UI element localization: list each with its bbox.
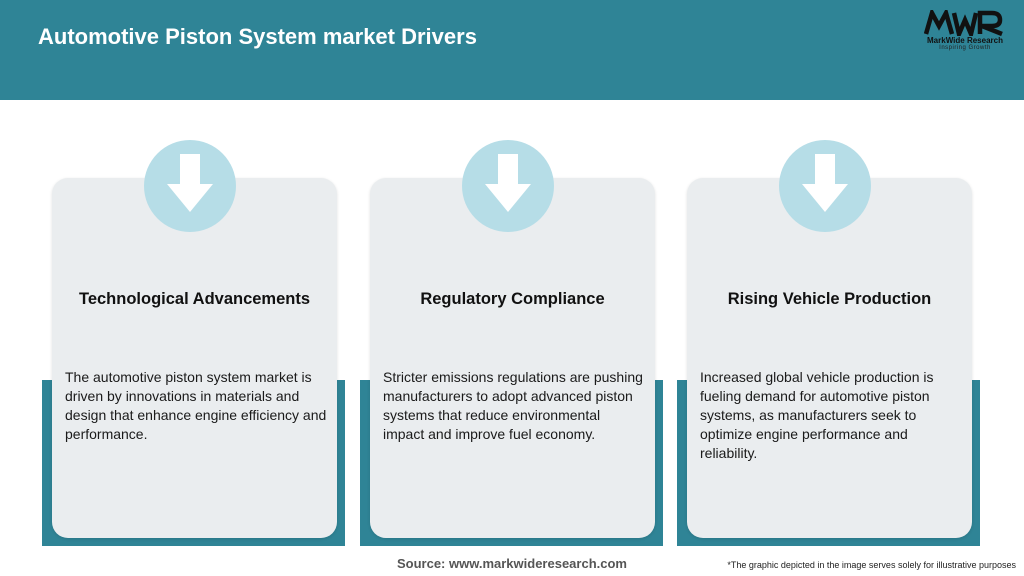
logo-tagline: Inspiring Growth [939,45,991,51]
card-panel: Technological Advancements The automotiv… [52,178,337,538]
card-title: Regulatory Compliance [420,290,605,308]
driver-card-regulatory-compliance: Regulatory Compliance Stricter emissions… [360,140,673,550]
card-panel: Rising Vehicle Production Increased glob… [687,178,972,538]
card-title: Rising Vehicle Production [727,290,932,308]
driver-card-rising-vehicle-production: Rising Vehicle Production Increased glob… [677,140,990,550]
arrow-down-icon [144,140,236,232]
card-description: Increased global vehicle production is f… [700,369,934,461]
mwr-logo-icon [924,10,1003,36]
page-title: Automotive Piston System market Drivers [38,24,477,49]
logo-name: MarkWide Research [927,36,1003,45]
arrow-down-icon [779,140,871,232]
card-description: Stricter emissions regulations are pushi… [383,369,643,442]
header-banner: Automotive Piston System market Drivers … [0,0,1024,100]
disclaimer-note: *The graphic depicted in the image serve… [727,560,1016,570]
driver-card-technological-advancements: Technological Advancements The automotiv… [42,140,355,550]
card-description: The automotive piston system market is d… [65,369,327,442]
card-title: Technological Advancements [78,290,311,308]
card-panel: Regulatory Compliance Stricter emissions… [370,178,655,538]
source-link[interactable]: Source: www.markwideresearch.com [396,556,627,571]
arrow-down-icon [462,140,554,232]
markwide-logo[interactable]: MarkWide Research Inspiring Growth [918,10,1012,60]
